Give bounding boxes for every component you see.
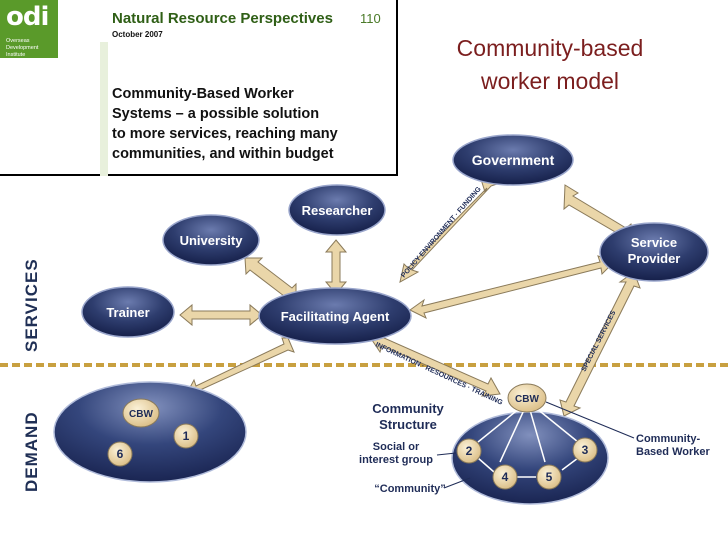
paper-title-line: Systems – a possible solution	[112, 106, 320, 122]
paper-title: Community-Based Worker Systems – a possi…	[112, 84, 382, 164]
connector-arrows	[179, 175, 641, 417]
node-researcher: Researcher	[288, 184, 386, 236]
publication-cover: odi Overseas Development Institute Natur…	[0, 0, 398, 176]
series-title: Natural Resource Perspectives	[112, 10, 333, 27]
number-3: 3	[582, 443, 589, 457]
node-label-provider: Provider	[628, 251, 681, 266]
arrow-agent-community-left	[185, 337, 295, 397]
community-quote-leader	[443, 477, 471, 489]
node-label-facilitating-agent: Facilitating Agent	[281, 309, 390, 324]
paper-title-line: Community-Based Worker	[112, 86, 294, 102]
node-label-university: University	[180, 233, 244, 248]
policy-funding-label: POLICY ENVIRONMENT · FUNDING	[400, 185, 483, 279]
social-group-leader	[436, 452, 457, 456]
slide-title-line: worker model	[480, 68, 620, 94]
node-government: Government	[452, 134, 574, 186]
node-label-trainer: Trainer	[106, 305, 149, 320]
social-group-label-1: Social or	[373, 441, 420, 453]
community-right: CBW 2 3 4 5	[451, 383, 609, 505]
number-1: 1	[183, 429, 190, 443]
community-quote-label: “Community”	[374, 483, 446, 495]
information-resources-label: INFORMATION · RESOURCES · TRAINING	[374, 341, 504, 407]
node-label-government: Government	[472, 152, 555, 168]
arrow-agent-provider	[409, 255, 615, 320]
slide-title-line: Community-based	[456, 35, 644, 61]
arrow-researcher-agent	[324, 239, 348, 295]
node-university: University	[162, 214, 260, 266]
community-structure-label-1: Community	[372, 401, 444, 416]
arrow-information-resources	[371, 330, 501, 397]
cbw-spokes	[477, 407, 579, 478]
cbw-callout-label-2: Based Worker	[636, 446, 710, 458]
number-5: 5	[546, 470, 553, 484]
cbw-callout-label-1: Community-	[636, 433, 701, 445]
paper-title-line: to more services, reaching many	[112, 126, 338, 142]
node-facilitating-agent: Facilitating Agent	[258, 287, 412, 345]
cbw-left-label: CBW	[129, 409, 153, 420]
node-trainer: Trainer	[81, 286, 175, 338]
special-services-label: SPECIAL SERVICES	[581, 309, 618, 373]
cbw-top-label: CBW	[515, 394, 539, 405]
publication-date: October 2007	[112, 30, 163, 39]
node-label-service: Service	[631, 235, 677, 250]
community-structure-label-2: Structure	[379, 417, 437, 432]
services-demand-divider	[0, 363, 728, 367]
number-2: 2	[466, 444, 473, 458]
issue-number: 110	[360, 11, 381, 26]
cbw-callout-leader	[545, 401, 635, 439]
odi-logo: odi Overseas Development Institute	[0, 0, 58, 58]
node-label-researcher: Researcher	[302, 203, 373, 218]
paper-title-line: communities, and within budget	[112, 146, 334, 162]
number-4: 4	[502, 470, 509, 484]
slide-title: Community-based worker model	[418, 32, 682, 98]
odi-logo-org: Overseas Development Institute	[6, 38, 39, 58]
node-service-provider: Service Provider	[599, 222, 709, 282]
cover-divider	[100, 42, 108, 176]
social-group-label-2: interest group	[359, 454, 433, 466]
arrow-trainer-agent	[179, 303, 263, 327]
odi-logo-mark: odi	[6, 2, 49, 32]
number-6: 6	[117, 447, 124, 461]
community-left: CBW 1 6	[53, 381, 247, 483]
